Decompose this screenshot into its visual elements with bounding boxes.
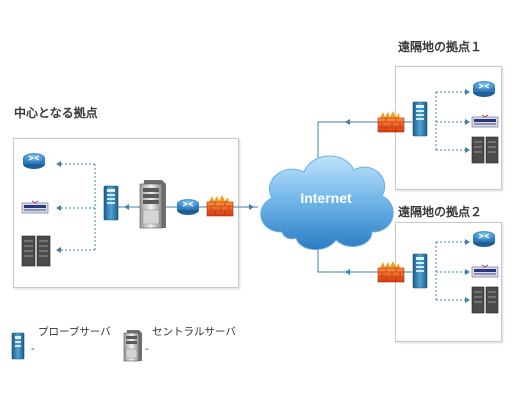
switch-icon (471, 114, 499, 128)
cloud-label: Internet (300, 190, 352, 206)
probe-server-icon (412, 101, 428, 137)
probe-server-icon (103, 185, 119, 221)
server-rack-icon (21, 235, 51, 267)
legend-central-dash: - (145, 344, 149, 355)
central-arrowheads (56, 161, 61, 253)
firewall-icon (206, 195, 234, 217)
firewall-icon (377, 111, 405, 133)
central-site-title: 中心となる拠点 (14, 106, 98, 120)
switch-icon (471, 264, 499, 278)
remote-site-2-title: 遠隔地の拠点２ (398, 205, 483, 219)
server-rack-icon (471, 136, 499, 164)
router-icon (473, 81, 495, 97)
wan-links (317, 121, 378, 273)
legend-probe-server-icon (11, 332, 25, 360)
internet-cloud-icon: Internet (260, 155, 394, 250)
probe-server-icon (412, 253, 428, 289)
remote-site-1-title: 遠隔地の拠点１ (398, 40, 483, 54)
legend-central-label: セントラルサーバ (152, 326, 236, 338)
legend-central-server-icon (123, 330, 142, 362)
central-site-box (13, 138, 239, 288)
router-icon (473, 231, 495, 247)
remote2-dashed-links (435, 241, 466, 301)
legend-probe-label: プローブサーバ (38, 326, 111, 338)
legend-probe-dash: - (31, 344, 35, 355)
switch-icon (21, 200, 49, 214)
router-icon (177, 199, 199, 215)
central-server-icon (139, 180, 166, 229)
router-icon (23, 153, 45, 169)
central-dashed-links (60, 163, 96, 251)
firewall-icon (377, 261, 405, 283)
remote1-dashed-links (435, 91, 466, 151)
server-rack-icon (471, 286, 499, 314)
